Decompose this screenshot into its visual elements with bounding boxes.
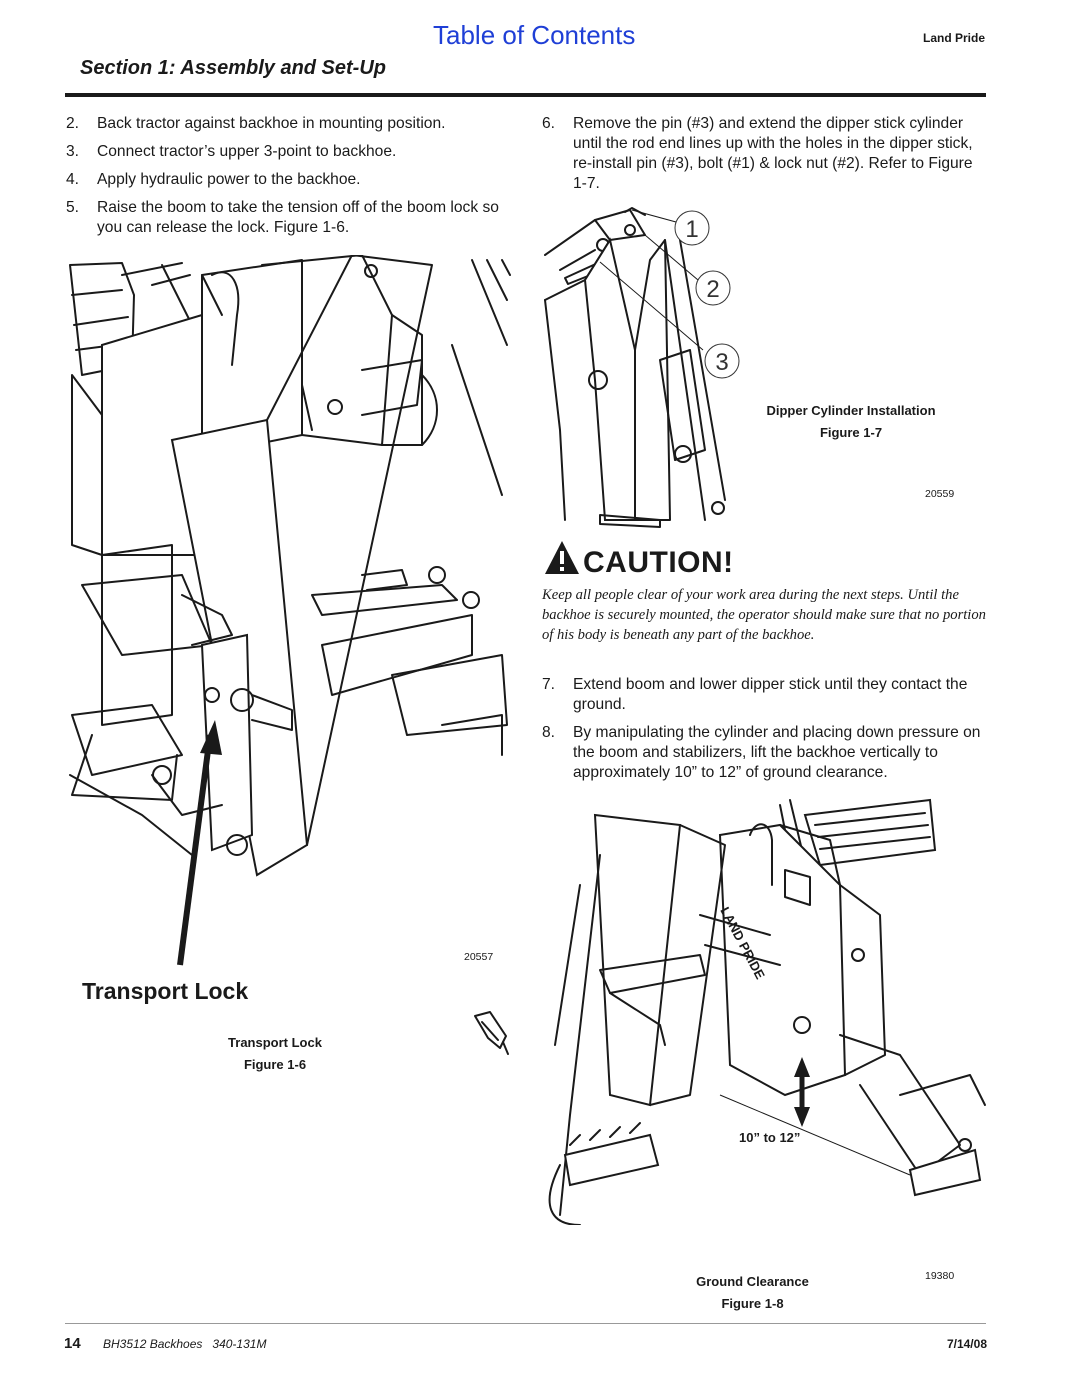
dipper-cylinder-illustration: 1 2 3 <box>544 207 740 528</box>
step-number: 2. <box>66 115 80 132</box>
footer-divider <box>65 1323 986 1324</box>
callout-3: 3 <box>715 349 728 376</box>
callout-2: 2 <box>706 276 719 303</box>
step-item: 8. By manipulating the cylinder and placi… <box>542 723 988 783</box>
figure-caption-title: Dipper Cylinder Installation <box>766 403 936 418</box>
step-item: 6. Remove the pin (#3) and extend the dip… <box>542 114 988 194</box>
step-item: 4. Apply hydraulic power to the backhoe. <box>66 170 506 190</box>
caution-title: CAUTION! <box>583 546 734 579</box>
figure-caption-label: Figure 1-6 <box>243 1057 307 1072</box>
table-of-contents-link[interactable]: Table of Contents <box>433 20 636 50</box>
step-number: 7. <box>542 676 556 693</box>
step-text: Connect tractor’s upper 3-point to backh… <box>97 143 397 160</box>
right-step-list-mid: 7. Extend boom and lower dipper stick unt… <box>542 675 988 791</box>
transport-lock-illustration: 20557 <box>69 255 511 966</box>
step-number: 3. <box>66 143 80 160</box>
left-step-list: 2. Back tractor against backhoe in mounti… <box>66 114 506 246</box>
caution-text: Keep all people clear of your work area … <box>542 587 986 643</box>
document-title: BH3512 Backhoes 340-131M <box>103 1337 267 1351</box>
header-divider <box>65 93 986 97</box>
figure-caption-title: Ground Clearance <box>696 1274 809 1289</box>
transport-lock-heading: Transport Lock <box>82 978 249 1004</box>
step-item: 2. Back tractor against backhoe in mounti… <box>66 114 506 134</box>
dimension-label: 10” to 12” <box>739 1130 801 1145</box>
step-number: 4. <box>66 171 80 188</box>
step-text: Back tractor against backhoe in mounting… <box>97 115 446 132</box>
ground-clearance-illustration: LAND PRIDE <box>548 798 986 1225</box>
part-number: 20559 <box>925 488 955 500</box>
callout-1: 1 <box>685 216 698 243</box>
step-text: Apply hydraulic power to the backhoe. <box>97 171 361 188</box>
step-number: 5. <box>66 199 80 216</box>
step-text: Raise the boom to take the tension off o… <box>97 199 499 236</box>
step-text: Extend boom and lower dipper stick until… <box>573 676 968 713</box>
part-number: 20557 <box>464 951 493 963</box>
part-number: 19380 <box>925 1270 955 1282</box>
figure-caption-label: Figure 1-8 <box>721 1296 784 1311</box>
revision-date: 7/14/08 <box>946 1337 987 1351</box>
step-item: 5. Raise the boom to take the tension off… <box>66 198 506 238</box>
figure-1-7-caption: Dipper Cylinder Installation Figure 1-7 <box>740 400 962 444</box>
brand-name: Land Pride <box>922 31 985 45</box>
step-text: By manipulating the cylinder and placing… <box>573 724 981 781</box>
clip-fragment-illustration <box>474 1011 509 1055</box>
step-number: 8. <box>542 724 556 741</box>
figure-caption-label: Figure 1-7 <box>819 425 883 440</box>
figure-1-8-caption: Ground Clearance Figure 1-8 <box>670 1271 835 1315</box>
step-item: 3. Connect tractor’s upper 3-point to bac… <box>66 142 506 162</box>
page-number: 14 <box>64 1335 81 1352</box>
step-item: 7. Extend boom and lower dipper stick unt… <box>542 675 988 715</box>
figure-caption-title: Transport Lock <box>228 1035 322 1050</box>
right-step-list-top: 6. Remove the pin (#3) and extend the dip… <box>542 114 988 202</box>
warning-exclamation-icon <box>545 541 579 574</box>
figure-1-6-caption: Transport Lock Figure 1-6 <box>200 1032 350 1076</box>
step-text: Remove the pin (#3) and extend the dippe… <box>573 115 973 192</box>
section-title: Section 1: Assembly and Set-Up <box>80 57 386 79</box>
step-number: 6. <box>542 115 556 132</box>
